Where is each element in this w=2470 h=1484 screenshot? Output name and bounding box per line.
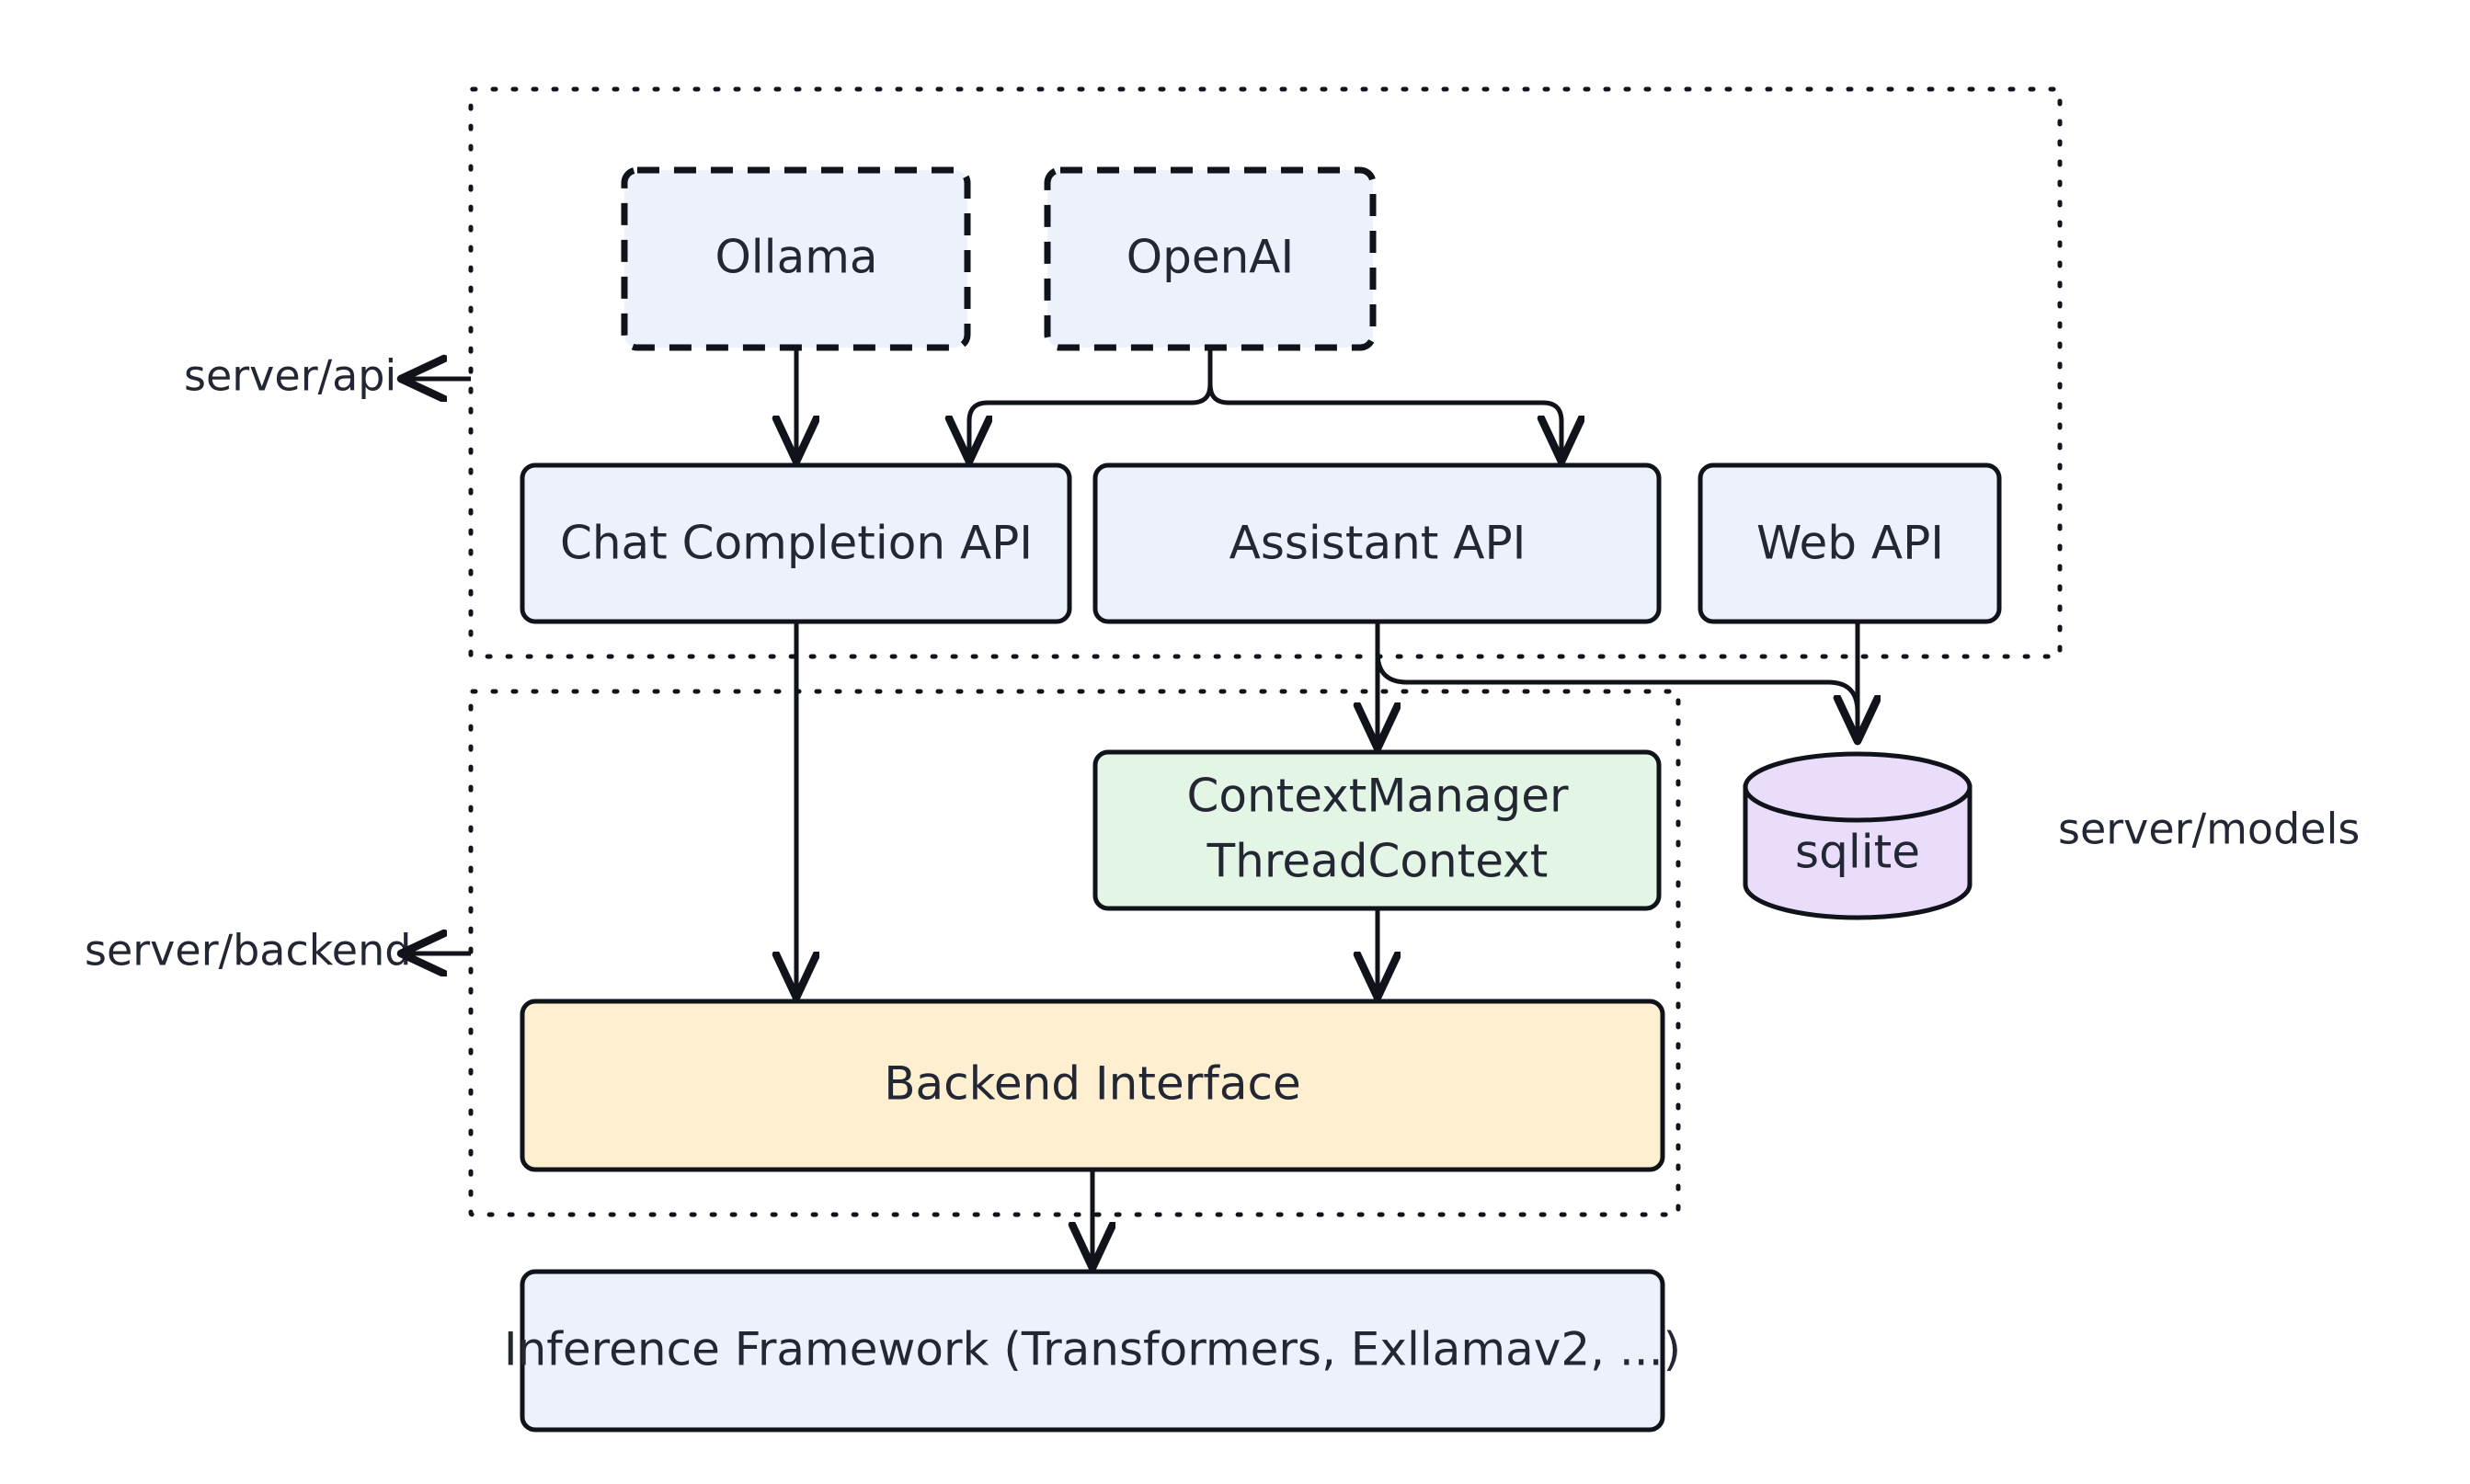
group-label-api: server/api (184, 351, 471, 401)
node-assistant-api-shape (1092, 462, 1662, 624)
node-openai[interactable]: OpenAI (1044, 166, 1377, 351)
node-inference-framework-shape (520, 1269, 1665, 1433)
node-backend-interface-label: Backend Interface (884, 1057, 1301, 1111)
group-label-backend-text: server/backend (85, 926, 411, 976)
node-chat-completion-api[interactable]: Chat Completion API (520, 462, 1072, 624)
group-label-backend: server/backend (85, 926, 471, 976)
node-assistant-api[interactable]: Assistant API (1092, 462, 1662, 624)
node-context-manager-shape (1092, 749, 1662, 911)
node-web-api[interactable]: Web API (1698, 462, 2002, 624)
edge-assistant-api-to-sqlite (1375, 652, 1858, 737)
node-context-manager-label-line1: ContextManager (1186, 770, 1568, 823)
node-sqlite-top (1743, 751, 1973, 823)
node-ollama[interactable]: Ollama (621, 166, 971, 351)
node-sqlite-body (1743, 784, 1973, 920)
node-context-manager-label-line2: ThreadContext (1206, 835, 1549, 888)
edge-openai-to-chat-completion (969, 383, 1213, 458)
group-label-api-text: server/api (184, 351, 396, 401)
node-chat-completion-api-shape (520, 462, 1072, 624)
node-chat-completion-api-label: Chat Completion API (560, 517, 1033, 570)
node-backend-interface-shape (520, 999, 1665, 1172)
node-ollama-shape (621, 166, 971, 351)
node-backend-interface[interactable]: Backend Interface (520, 999, 1665, 1172)
node-inference-framework-label: Inference Framework (Transformers, Exlla… (504, 1323, 1681, 1376)
node-ollama-label: Ollama (715, 231, 877, 284)
node-sqlite-label: sqlite (1795, 826, 1920, 879)
node-web-api-label: Web API (1756, 517, 1944, 570)
node-assistant-api-label: Assistant API (1229, 517, 1527, 570)
node-sqlite[interactable]: sqlite (1743, 751, 1973, 920)
node-context-manager[interactable]: ContextManager ThreadContext (1092, 749, 1662, 911)
group-container-api (468, 86, 2063, 659)
node-inference-framework[interactable]: Inference Framework (Transformers, Exlla… (504, 1269, 1681, 1433)
node-openai-label: OpenAI (1126, 231, 1295, 284)
edge-openai-to-assistant-api (1207, 383, 1561, 458)
group-label-models-text: server/models (2058, 805, 2360, 854)
node-openai-shape (1044, 166, 1377, 351)
node-web-api-shape (1698, 462, 2002, 624)
